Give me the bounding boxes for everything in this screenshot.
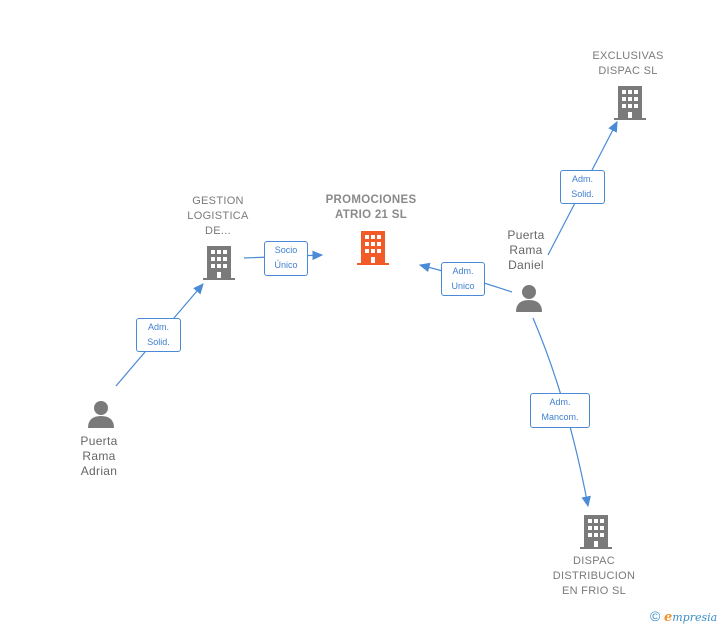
dispac-company-label: DISPAC DISTRIBUCION EN FRIO SL [552,555,636,597]
person-icon-daniel[interactable] [514,284,544,312]
edge-label-adm-unico: Adm. Unico [441,262,485,296]
empresia-logo: © empresia [650,608,718,625]
building-icon-exclusivas[interactable] [614,84,646,120]
daniel-person-label: Puerta Rama Daniel [507,228,545,272]
building-icon-target[interactable] [357,229,389,265]
exclusivas-company-label: EXCLUSIVAS DISPAC SL [592,50,664,77]
gestion-company-label: GESTION LOGISTICA DE... [187,195,249,237]
edge-label-adm-solid-gestion: Adm. Solid. [136,318,181,352]
edge-label-adm-mancom: Adm. Mancom. [530,393,590,428]
target-company-label: PROMOCIONES ATRIO 21 SL [325,194,417,221]
person-icon-adrian[interactable] [86,400,116,428]
copyright-icon: © [650,608,661,624]
building-icon-dispac[interactable] [580,513,612,549]
edge-label-socio-unico: Socio Único [264,241,308,276]
building-icon-gestion[interactable] [203,244,235,280]
edge-label-adm-solid-exclusivas: Adm. Solid. [560,170,605,204]
adrian-person-label: Puerta Rama Adrian [80,434,118,478]
